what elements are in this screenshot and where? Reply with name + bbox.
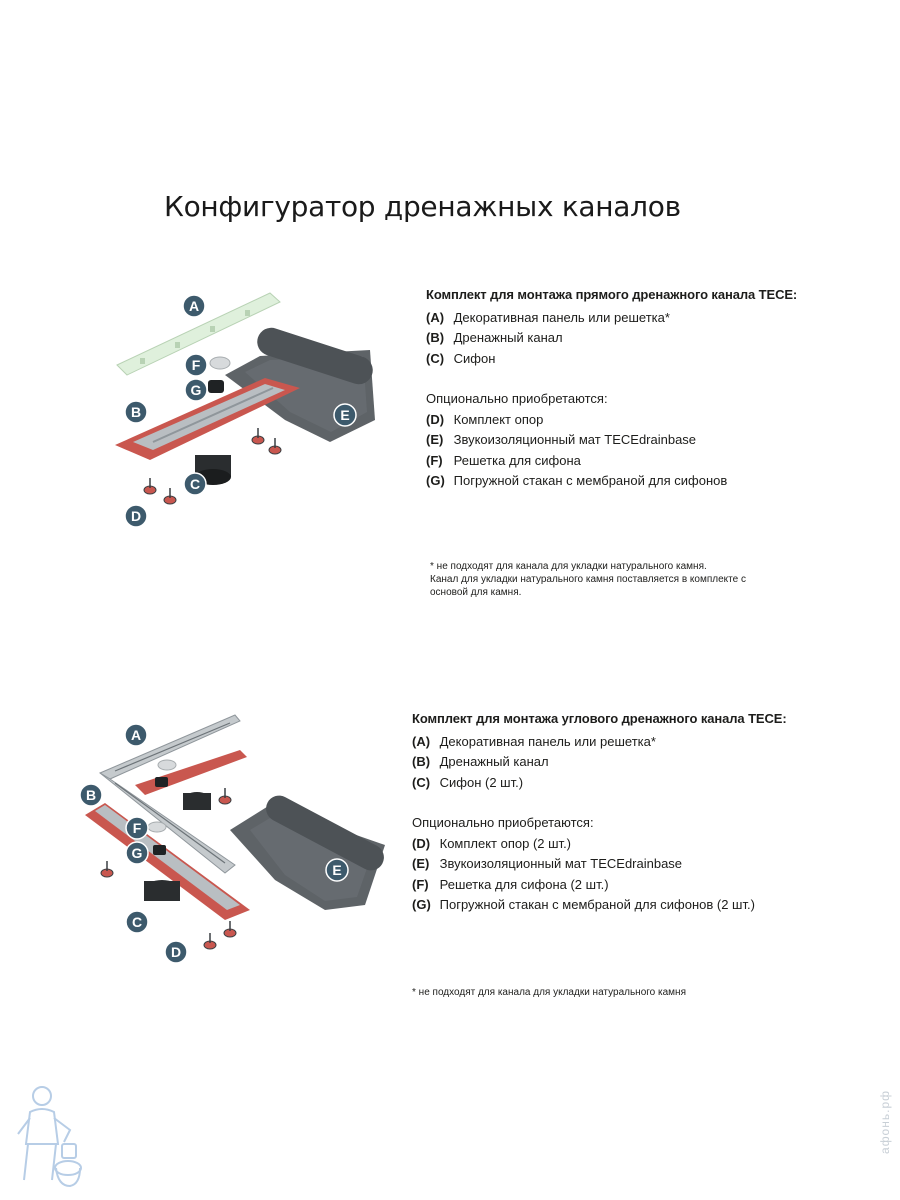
label-b: B: [80, 784, 102, 806]
straight-channel-illustration: A F G B E C D: [95, 280, 410, 530]
label-a: A: [183, 295, 205, 317]
list-item: (D) Комплект опор: [426, 410, 797, 431]
immersion-cup: [153, 845, 166, 855]
label-b: B: [125, 401, 147, 423]
straight-kit-heading: Комплект для монтажа прямого дренажного …: [426, 285, 797, 306]
svg-text:B: B: [131, 404, 141, 420]
svg-text:D: D: [171, 944, 181, 960]
label-e: E: [334, 404, 356, 426]
label-f: F: [185, 354, 207, 376]
svg-text:F: F: [192, 357, 201, 373]
immersion-cup: [208, 380, 224, 393]
svg-text:B: B: [86, 787, 96, 803]
corner-kit: Комплект для монтажа углового дренажного…: [412, 709, 787, 916]
list-item: (B) Дренажный канал: [426, 328, 797, 349]
label-g: G: [185, 379, 207, 401]
svg-text:F: F: [133, 820, 142, 836]
svg-text:D: D: [131, 508, 141, 524]
svg-text:G: G: [132, 845, 143, 861]
list-item: (E) Звукоизоляционный мат TECEdrainbase: [412, 854, 787, 875]
label-g: G: [126, 842, 148, 864]
list-item: (C) Сифон (2 шт.): [412, 773, 787, 794]
corner-channel-illustration: A B F G C D E: [75, 705, 395, 975]
svg-text:E: E: [340, 407, 349, 423]
svg-text:A: A: [189, 298, 199, 314]
siphon-grate: [158, 760, 176, 770]
label-d: D: [165, 941, 187, 963]
list-item: (C) Сифон: [426, 349, 797, 370]
list-item: (G) Погружной стакан с мембраной для сиф…: [426, 471, 797, 492]
svg-text:E: E: [332, 862, 341, 878]
immersion-cup: [155, 777, 168, 787]
siphon-grate: [210, 357, 230, 369]
straight-kit-footnote: * не подходят для канала для укладки нат…: [430, 560, 746, 599]
list-item: (B) Дренажный канал: [412, 752, 787, 773]
corner-kit-footnote: * не подходят для канала для укладки нат…: [412, 986, 686, 999]
page-title: Конфигуратор дренажных каналов: [164, 190, 681, 223]
label-a: A: [125, 724, 147, 746]
svg-text:A: A: [131, 727, 141, 743]
svg-text:C: C: [132, 914, 142, 930]
list-item: (F) Решетка для сифона (2 шт.): [412, 875, 787, 896]
list-item: (G) Погружной стакан с мембраной для сиф…: [412, 895, 787, 916]
corner-kit-heading: Комплект для монтажа углового дренажного…: [412, 709, 787, 730]
optional-heading: Опционально приобретаются:: [412, 813, 787, 834]
list-item: (D) Комплект опор (2 шт.): [412, 834, 787, 855]
list-item: (A) Декоративная панель или решетка*: [412, 732, 787, 753]
list-item: (E) Звукоизоляционный мат TECEdrainbase: [426, 430, 797, 451]
siphon-grate: [148, 822, 166, 832]
label-c: C: [126, 911, 148, 933]
plumber-mascot-logo: [12, 1082, 84, 1194]
watermark: афонь.рф: [878, 1090, 892, 1154]
svg-text:G: G: [191, 382, 202, 398]
svg-text:C: C: [190, 476, 200, 492]
list-item: (F) Решетка для сифона: [426, 451, 797, 472]
label-e: E: [326, 859, 348, 881]
list-item: (A) Декоративная панель или решетка*: [426, 308, 797, 329]
optional-heading: Опционально приобретаются:: [426, 389, 797, 410]
label-f: F: [126, 817, 148, 839]
label-c: C: [184, 473, 206, 495]
label-d: D: [125, 505, 147, 527]
straight-kit: Комплект для монтажа прямого дренажного …: [426, 285, 797, 492]
